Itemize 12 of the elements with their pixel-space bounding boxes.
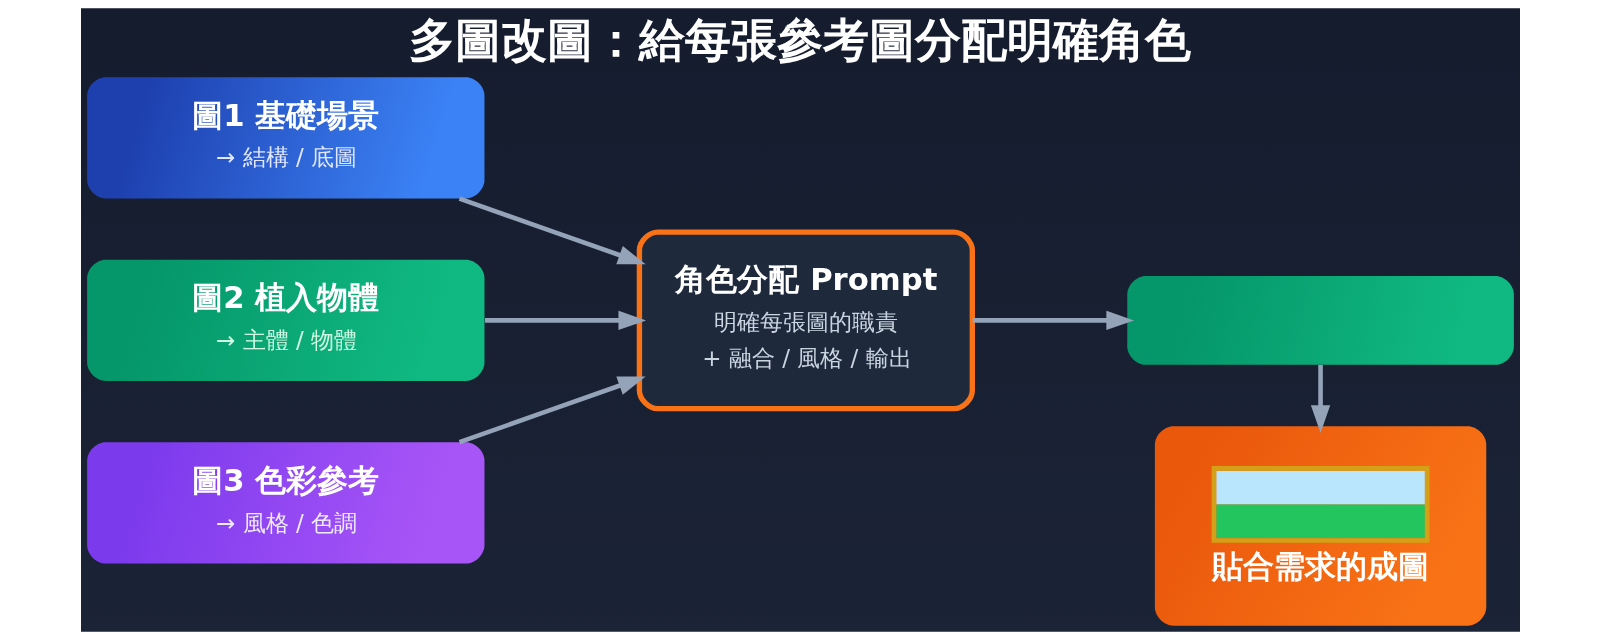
node-box: [1126, 275, 1514, 365]
arrow: [1310, 364, 1330, 433]
node-box: 圖1 基礎場景 → 結構 / 底圖: [86, 77, 484, 199]
diagram-title: 多圖改圖：給每張參考圖分配明確角色: [408, 12, 1191, 67]
node-box: 貼合需求的成圖: [1154, 426, 1486, 626]
arrow: [484, 310, 646, 331]
arrow: [972, 310, 1134, 331]
node-box: 圖3 色彩參考 → 風格 / 色調: [86, 442, 484, 564]
arrow: [458, 196, 646, 265]
arrow: [458, 376, 646, 445]
node-box: 角色分配 Prompt 明確每張圖的職責 + 融合 / 風格 / 輸出: [636, 229, 975, 412]
node-box: 圖2 植入物體 → 主體 / 物體: [86, 259, 484, 381]
